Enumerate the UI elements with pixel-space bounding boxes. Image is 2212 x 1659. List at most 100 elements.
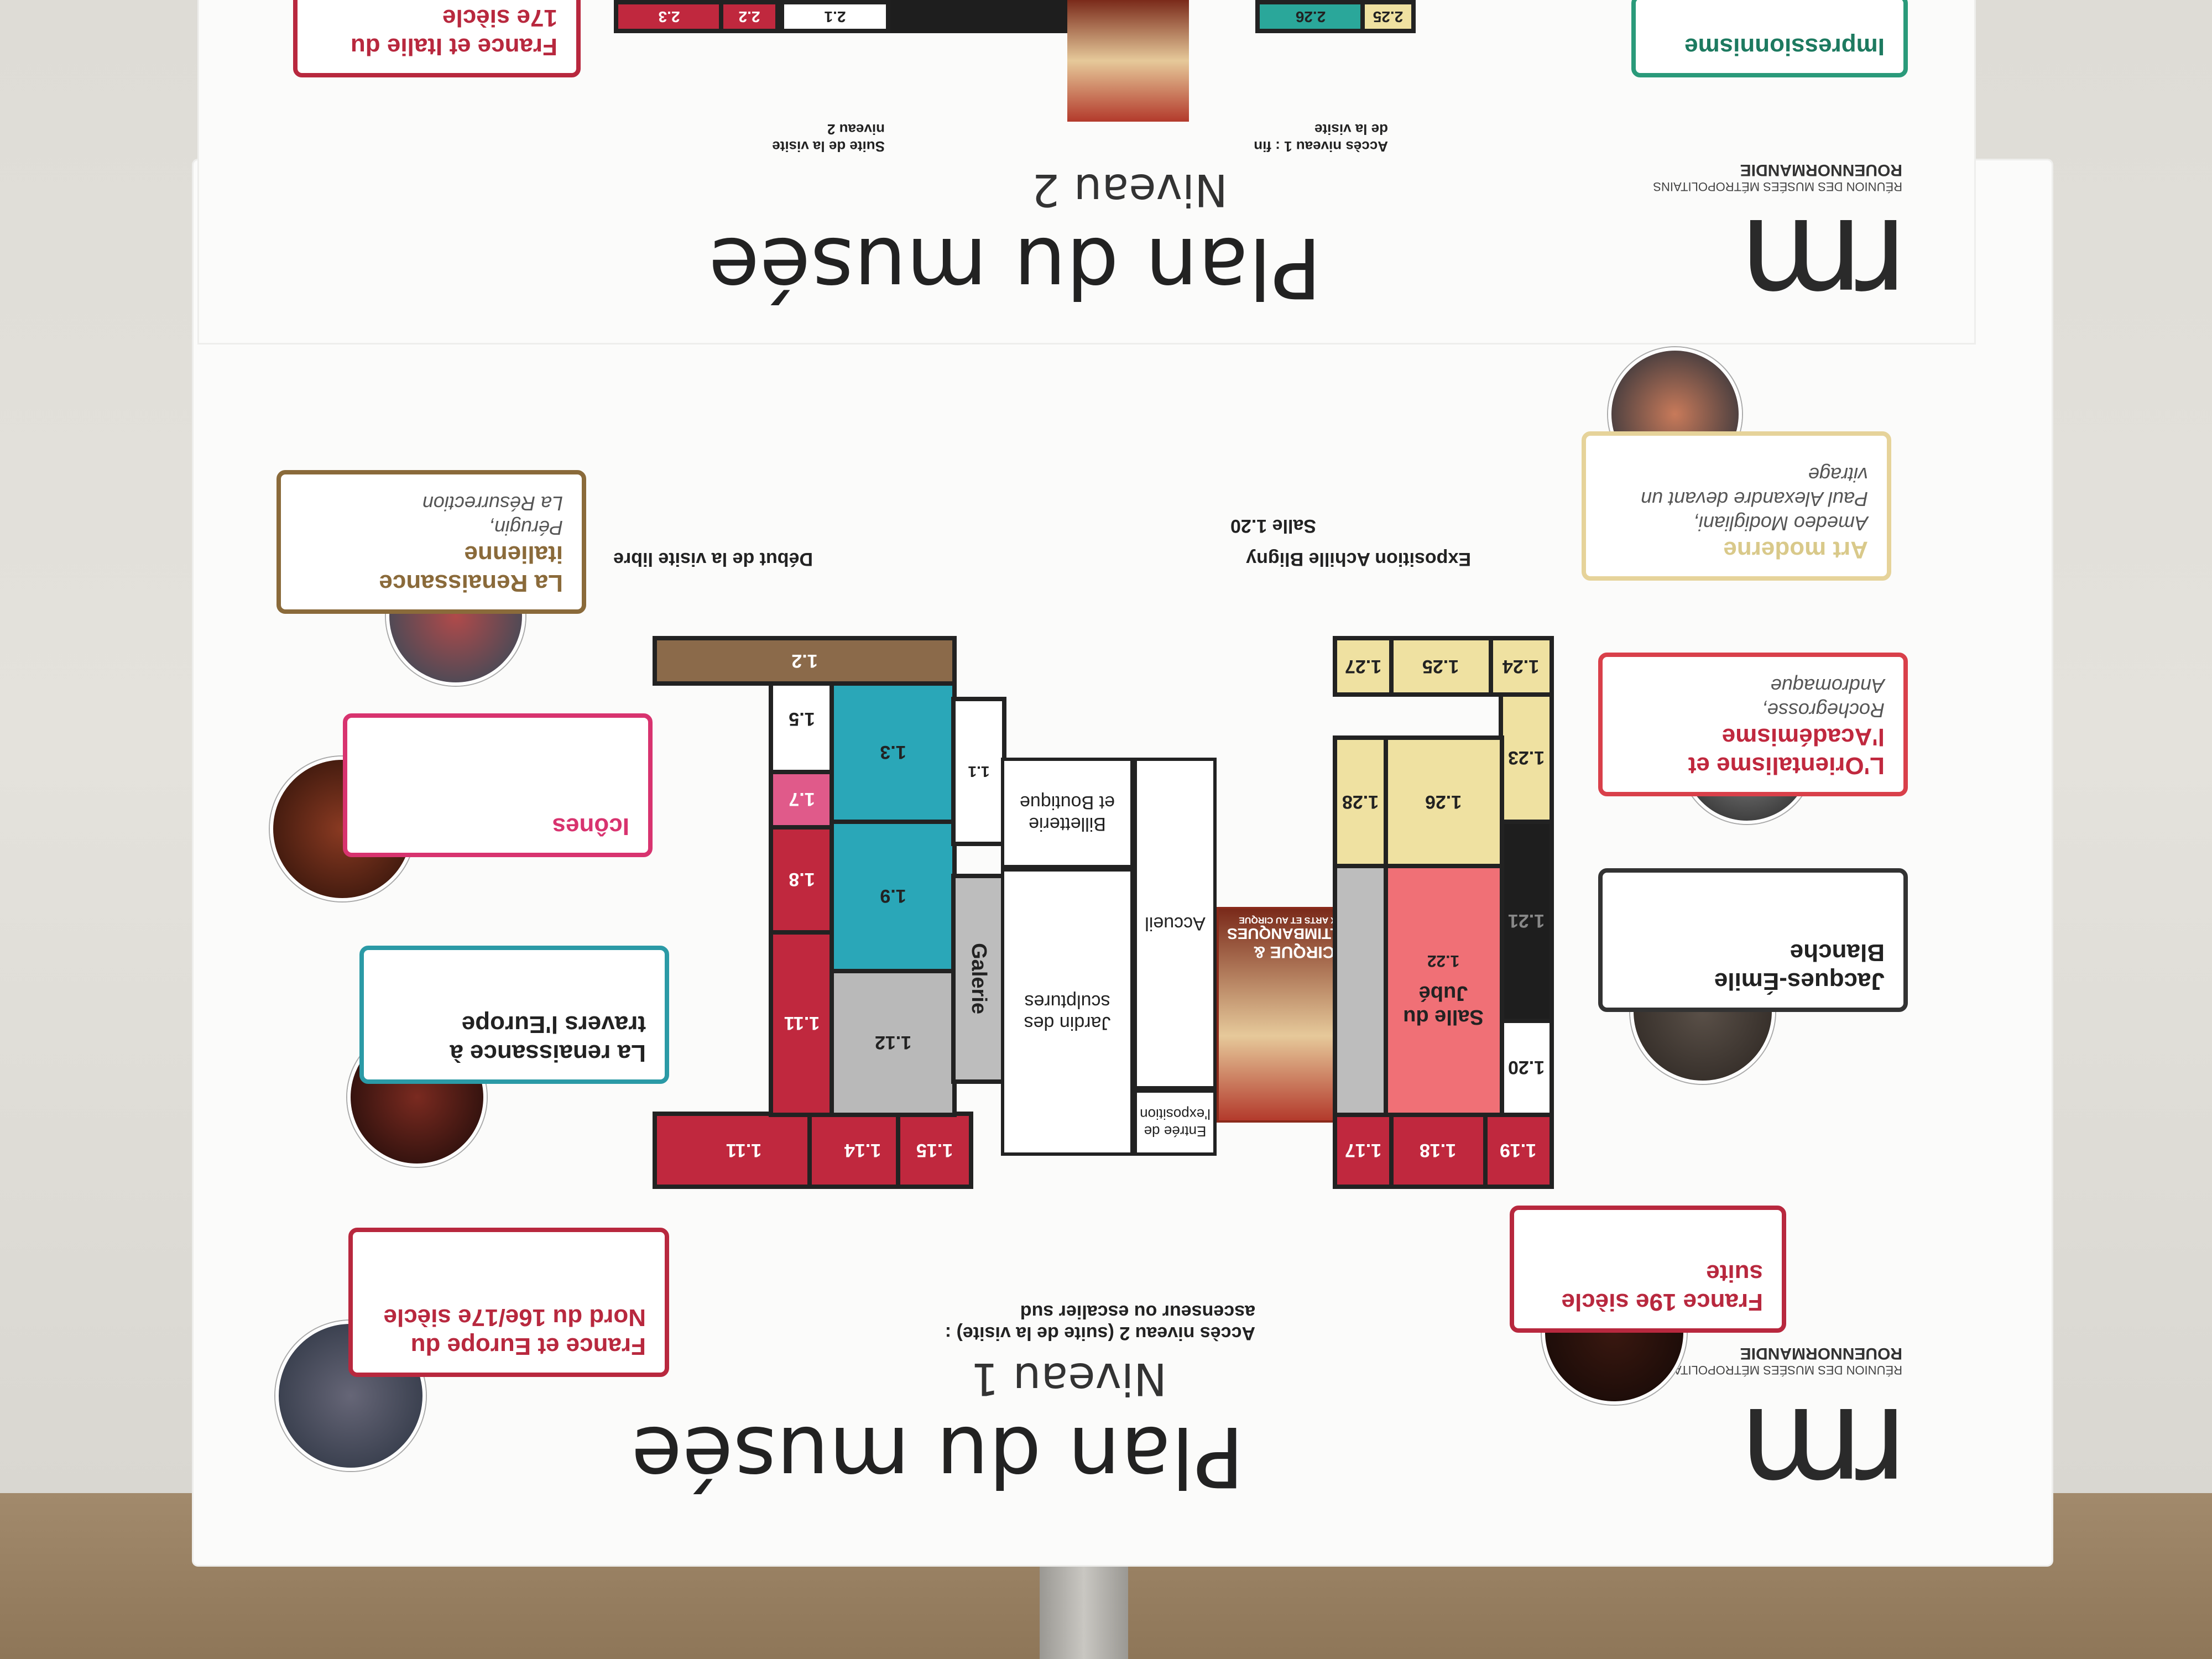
room-1.15: 1.15 bbox=[896, 1112, 973, 1189]
card-renaissance-italienne: La Renaissance italienne Pérugin, La Rés… bbox=[276, 470, 586, 614]
poster-line1: CIRQUE & bbox=[1253, 943, 1335, 961]
access-note-line1: Accès niveau 2 (suite de la visite) : bbox=[945, 1323, 1255, 1344]
card-caption: Pérugin, bbox=[488, 517, 563, 539]
card-caption: Amedeo Modigliani, bbox=[1693, 512, 1868, 535]
card-impressionnisme: Impressionnisme bbox=[1631, 0, 1908, 77]
room-1.24: 1.24 bbox=[1488, 636, 1554, 697]
card-title: L'Orientalisme et l'Académisme bbox=[1688, 723, 1885, 779]
corridor bbox=[1333, 863, 1388, 1117]
card-title: France 19e siècle suite bbox=[1561, 1260, 1763, 1316]
card-caption-2: Paul Alexandre devant un vitrage bbox=[1641, 463, 1868, 510]
fin-line1: Accès niveau 1 : fin bbox=[1254, 138, 1388, 155]
suite-line2: niveau 2 bbox=[827, 121, 885, 138]
card-caption-2: Andromaque bbox=[1770, 675, 1885, 697]
entree-exposition: Entrée de l'exposition bbox=[1134, 1089, 1217, 1156]
logo-line1: RÉUNION DES MUSÉES MÉTROPOLITAINS bbox=[1653, 1363, 1902, 1377]
card-jacques-emile: Jacques-Émile Blanche bbox=[1598, 868, 1908, 1012]
card-art-moderne: Art moderne Amedeo Modigliani, Paul Alex… bbox=[1582, 431, 1891, 581]
entree-label: Entrée de bbox=[1144, 1123, 1207, 1140]
room-2.1: 2.1 bbox=[780, 0, 890, 33]
central-block-2 bbox=[890, 0, 1067, 33]
jube-label: Jubé bbox=[1418, 982, 1468, 1005]
start-note: Début de la visite libre bbox=[613, 549, 813, 570]
rm-logo: rm bbox=[1745, 1379, 1908, 1526]
card-orientalisme: L'Orientalisme et l'Académisme Rochegros… bbox=[1598, 653, 1908, 796]
salle-du-jube: Salle du Jubé 1.22 bbox=[1383, 863, 1504, 1117]
suite-line1: Suite de la visite bbox=[772, 138, 885, 155]
room-1.2: 1.2 bbox=[653, 636, 957, 686]
room-1.26: 1.26 bbox=[1383, 735, 1504, 868]
boutique-label: et Boutique bbox=[1019, 792, 1115, 813]
card-renaissance-europe: La renaissance à travers l'Europe bbox=[359, 946, 669, 1084]
fin-line2: de la visite bbox=[1314, 121, 1388, 138]
page-subtitle-2: Niveau 2 bbox=[1031, 164, 1228, 216]
card-caption: Rochegrosse, bbox=[1761, 699, 1885, 722]
floor-plan: 1.11 1.14 1.15 1.11 1.8 1.7 1.5 1.12 1.9… bbox=[641, 636, 1554, 1189]
card-title: La Renaissance italienne bbox=[379, 541, 563, 597]
card-title: Art moderne bbox=[1723, 536, 1868, 564]
card-icones: Icônes bbox=[343, 713, 653, 857]
room-1.11: 1.11 bbox=[769, 929, 835, 1117]
room-2.25: 2.25 bbox=[1360, 0, 1416, 33]
suite-note: Suite de la visite niveau 2 bbox=[772, 121, 885, 155]
galerie-label: Galerie bbox=[967, 943, 991, 1015]
card-title: Impressionnisme bbox=[1684, 33, 1885, 60]
exhibition-room-note: Salle 1.20 bbox=[1230, 515, 1316, 536]
room-1.8: 1.8 bbox=[769, 824, 835, 935]
fin-note: Accès niveau 1 : fin de la visite bbox=[1254, 121, 1388, 155]
accueil-label: Accueil bbox=[1145, 913, 1206, 935]
room-1.1: 1.1 bbox=[951, 697, 1006, 846]
room-1.28: 1.28 bbox=[1333, 735, 1388, 868]
access-note-line2: ascenseur ou escalier sud bbox=[1020, 1301, 1255, 1322]
logo-line2: ROUENNORMANDIE bbox=[1740, 1344, 1902, 1363]
salle-du-label: Salle du bbox=[1403, 1005, 1484, 1029]
room-1.12: 1.12 bbox=[830, 968, 957, 1117]
logo2-line1: RÉUNION DES MUSÉES MÉTROPOLITAINS bbox=[1653, 180, 1902, 194]
card-france-nord: France et Europe du Nord du 16e/17e sièc… bbox=[348, 1228, 669, 1377]
exposition-label: l'exposition bbox=[1140, 1106, 1211, 1123]
accueil: Accueil bbox=[1134, 758, 1217, 1089]
room-1.18: 1.18 bbox=[1388, 1112, 1488, 1189]
page-title-2: Plan du musée bbox=[708, 219, 1322, 315]
page-subtitle: Niveau 1 bbox=[971, 1353, 1167, 1405]
room-2.3: 2.3 bbox=[614, 0, 724, 33]
card-title: Jacques-Émile Blanche bbox=[1714, 939, 1885, 995]
room-1.21: 1.21 bbox=[1499, 818, 1554, 1023]
card-france-19e: France 19e siècle suite bbox=[1510, 1206, 1786, 1333]
room-1.27: 1.27 bbox=[1333, 636, 1394, 697]
galerie: Galerie bbox=[951, 874, 1006, 1084]
card-france-italie: France et Italie du 17e siècle bbox=[293, 0, 581, 77]
access-note: Accès niveau 2 (suite de la visite) : as… bbox=[924, 1301, 1255, 1344]
room-1.20: 1.20 bbox=[1499, 1018, 1554, 1117]
rm-logo-2: rm bbox=[1745, 190, 1908, 337]
page-title: Plan du musée bbox=[631, 1408, 1244, 1504]
room-1.25: 1.25 bbox=[1388, 636, 1493, 697]
room-1.17: 1.17 bbox=[1333, 1112, 1394, 1189]
room-1.22: 1.22 bbox=[1427, 952, 1460, 970]
room-1.19: 1.19 bbox=[1482, 1112, 1554, 1189]
jardin-sculptures: Jardin des sculptures bbox=[1001, 868, 1134, 1156]
logo2-line2: ROUENNORMANDIE bbox=[1740, 161, 1902, 179]
plan-niveau-2-sheet: rm RÉUNION DES MUSÉES MÉTROPOLITAINS ROU… bbox=[199, 0, 1974, 343]
card-title: France et Italie du 17e siècle bbox=[350, 4, 557, 60]
room-2.2: 2.2 bbox=[719, 0, 780, 33]
sculptures-label: sculptures bbox=[1024, 991, 1110, 1012]
room-1.3: 1.3 bbox=[830, 680, 957, 824]
billetterie-label: Billetterie bbox=[1029, 813, 1106, 834]
exhibition-note: Exposition Achille Bligny bbox=[1246, 549, 1471, 570]
card-title: La renaissance à travers l'Europe bbox=[450, 1011, 646, 1067]
poster-cirque-2 bbox=[1067, 0, 1189, 122]
room-1.7: 1.7 bbox=[769, 769, 835, 830]
card-title: Icônes bbox=[552, 813, 629, 840]
jardin-label: Jardin des bbox=[1024, 1013, 1111, 1034]
card-title: France et Europe du Nord du 16e/17e sièc… bbox=[383, 1304, 646, 1360]
billetterie: Billetterie et Boutique bbox=[1001, 758, 1134, 868]
card-caption-2: La Résurrection bbox=[422, 492, 563, 515]
room-1.23: 1.23 bbox=[1499, 691, 1554, 824]
plan-niveau-1-sheet: rm RÉUNION DES MUSÉES MÉTROPOLITAINS ROU… bbox=[194, 160, 2052, 1565]
room-1.9: 1.9 bbox=[830, 818, 957, 973]
room-2.26: 2.26 bbox=[1255, 0, 1366, 33]
stand-pole bbox=[1040, 1548, 1128, 1659]
